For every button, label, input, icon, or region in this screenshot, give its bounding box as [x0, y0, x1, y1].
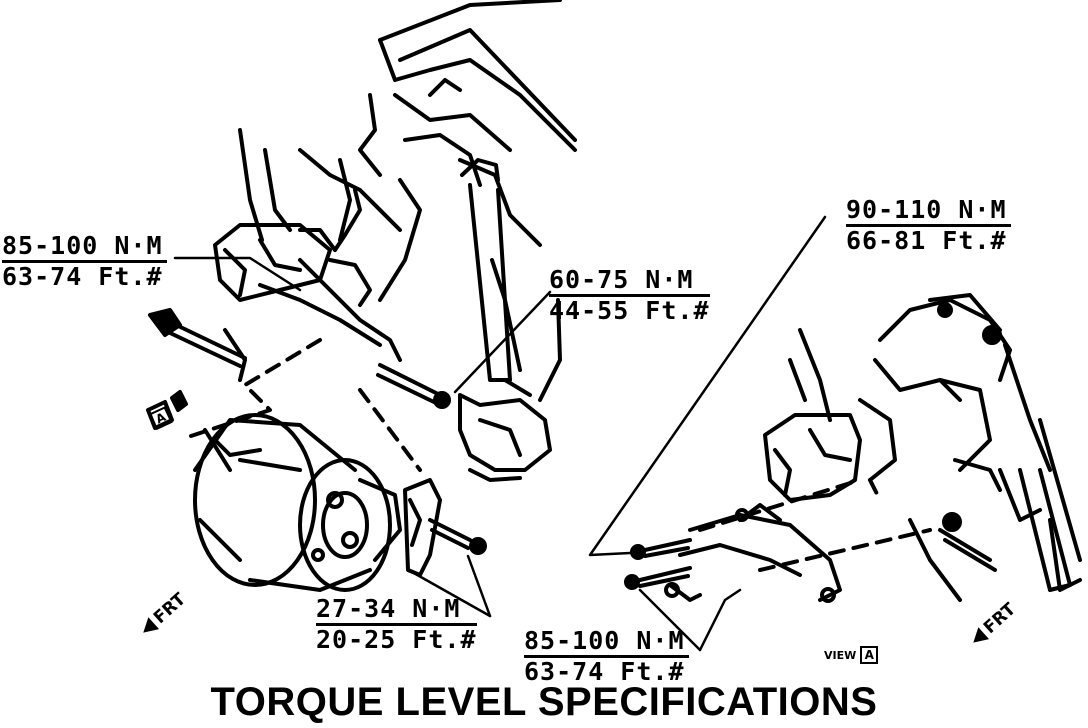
- pipe-right: [908, 468, 1072, 602]
- compressor-bracket: [403, 478, 487, 577]
- leader-lines: [173, 215, 827, 652]
- imperial-value: 63-74 Ft.#: [524, 657, 685, 686]
- pulley-housing: [458, 298, 562, 482]
- metric-value: 90-110 N·M: [846, 196, 1011, 227]
- alignment-lines-right: [698, 478, 932, 572]
- view-letter-box: A: [860, 646, 879, 664]
- view-a-marker-left: [146, 390, 188, 430]
- imperial-value: 66-81 Ft.#: [846, 226, 1007, 255]
- bolt-upper-left: [148, 308, 247, 368]
- torque-callout-lower-right: 85-100 N·M 63-74 Ft.#: [524, 627, 689, 686]
- torque-callout-lower-middle: 27-34 N·M 20-25 Ft.#: [316, 595, 477, 654]
- imperial-value: 44-55 Ft.#: [549, 296, 710, 325]
- torque-callout-upper-left: 85-100 N·M 63-74 Ft.#: [2, 232, 167, 291]
- metric-value: 27-34 N·M: [316, 595, 477, 626]
- metric-value: 60-75 N·M: [549, 266, 710, 297]
- engine-block-left: [298, 0, 577, 302]
- metric-value: 85-100 N·M: [2, 232, 167, 263]
- torque-callout-upper-middle: 60-75 N·M 44-55 Ft.#: [549, 266, 710, 325]
- dipstick-tube: [460, 158, 532, 397]
- mounting-bracket-right: [664, 413, 862, 603]
- view-prefix: VIEW: [824, 649, 857, 662]
- bolts-right: [624, 512, 997, 590]
- imperial-value: 63-74 Ft.#: [2, 262, 163, 291]
- engine-block-right: [788, 293, 1082, 592]
- metric-value: 85-100 N·M: [524, 627, 689, 658]
- page-title: TORQUE LEVEL SPECIFICATIONS: [210, 680, 878, 724]
- compressor-unit: [193, 413, 402, 592]
- imperial-value: 20-25 Ft.#: [316, 625, 477, 654]
- bolt-upper-middle: [376, 363, 451, 409]
- torque-callout-upper-right: 90-110 N·M 66-81 Ft.#: [846, 196, 1011, 255]
